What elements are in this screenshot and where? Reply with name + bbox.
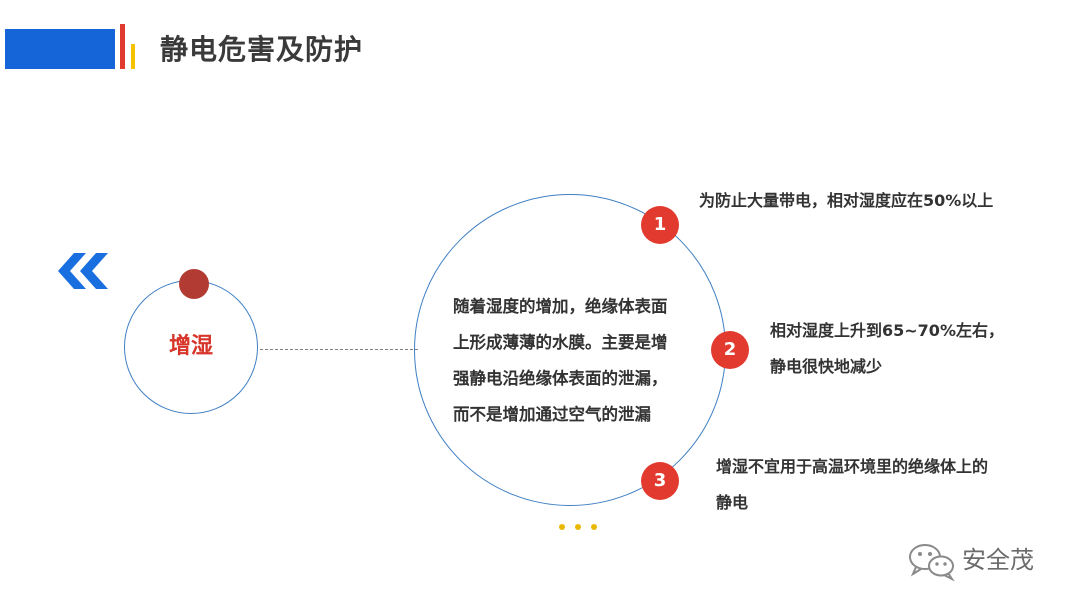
- point-line: 增湿不宜用于高温环境里的绝缘体上的: [716, 457, 989, 476]
- center-description: 随着湿度的增加，绝缘体表面 上形成薄薄的水膜。主要是增 强静电沿绝缘体表面的泄漏…: [453, 289, 703, 433]
- dashed-connector: [260, 349, 418, 350]
- point-text-1: 为防止大量带电，相对湿度应在50%以上: [699, 183, 1039, 219]
- point-badge-1: 1: [641, 206, 679, 244]
- point-line: 静电: [716, 493, 749, 512]
- center-line: 上形成薄薄的水膜。主要是增: [453, 333, 668, 352]
- ellipsis-dots: [559, 515, 607, 530]
- double-chevron-left-icon[interactable]: [58, 253, 112, 289]
- header-blue-bar: [5, 29, 115, 69]
- dot: [559, 524, 565, 530]
- center-line: 随着湿度的增加，绝缘体表面: [453, 297, 668, 316]
- topic-label: 增湿: [168, 334, 213, 359]
- point-line: 静电很快地减少: [770, 357, 883, 376]
- header-accent-yellow: [131, 44, 135, 69]
- watermark-text: 安全茂: [962, 546, 1034, 574]
- point-line: 相对湿度上升到65~70%左右，: [770, 321, 1004, 340]
- dot: [591, 524, 597, 530]
- dot: [575, 524, 581, 530]
- wechat-icon: [906, 541, 958, 582]
- page-title: 静电危害及防护: [160, 33, 364, 66]
- point-text-3: 增湿不宜用于高温环境里的绝缘体上的 静电: [716, 449, 1036, 521]
- point-line: 为防止大量带电，相对湿度应在50%以上: [699, 191, 994, 210]
- point-badge-3: 3: [641, 462, 679, 500]
- center-line: 强静电沿绝缘体表面的泄漏，: [453, 369, 668, 388]
- point-badge-2: 2: [711, 331, 749, 369]
- center-line: 而不是增加通过空气的泄漏: [453, 405, 651, 424]
- topic-dot: [179, 269, 209, 299]
- header-accent-red: [120, 24, 125, 69]
- point-text-2: 相对湿度上升到65~70%左右， 静电很快地减少: [770, 313, 1050, 385]
